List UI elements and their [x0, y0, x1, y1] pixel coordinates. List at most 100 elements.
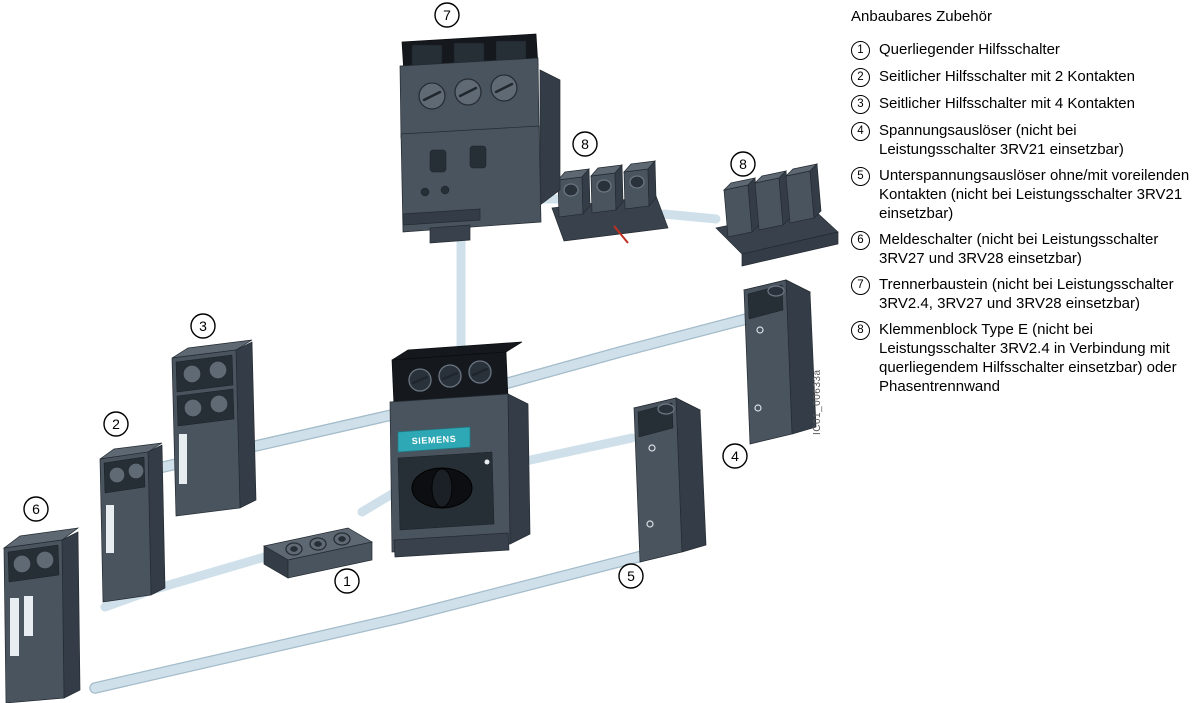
legend-number-badge: 1: [851, 41, 870, 60]
pipe-bottom-diagonal: [90, 551, 647, 693]
terminal-screw-icon: [127, 462, 145, 480]
terminal-screw-icon: [309, 537, 327, 551]
component-klemmenblock: [551, 160, 669, 244]
vent-recess: [469, 145, 487, 169]
base-edge: [741, 231, 839, 267]
svg-text:4: 4: [731, 448, 739, 464]
svg-text:8: 8: [581, 136, 589, 152]
front-right-face: [287, 541, 373, 579]
svg-text:2: 2: [112, 416, 120, 432]
contact-label-strip: [179, 434, 187, 484]
figure-code: IC01_00633a: [812, 369, 823, 435]
component-leistungsschalter: SIEMENS: [389, 341, 531, 558]
terminal-block: [590, 164, 624, 214]
terminal-screw-icon: [208, 360, 228, 380]
legend-number-badge: 2: [851, 68, 870, 87]
vent-recess: [429, 149, 447, 173]
separator-wall: [784, 163, 822, 224]
legend-item-6: 6 Meldeschalter (nicht bei Leistungsscha…: [851, 230, 1191, 268]
legend-item-3: 3 Seitlicher Hilfsschalter mit 4 Kontakt…: [851, 94, 1191, 114]
separator-wall: [753, 170, 791, 231]
terminal-block: [557, 168, 591, 218]
bottom-section: [393, 532, 510, 558]
component-spannungsausloeser: [742, 279, 817, 445]
coil-mark: [754, 404, 762, 412]
legend-number-badge: 3: [851, 95, 870, 114]
svg-text:5: 5: [627, 568, 635, 584]
bottom-tab: [429, 224, 471, 244]
svg-text:6: 6: [32, 501, 40, 517]
legend-item-7: 7 Trennerbaustein (nicht bei Leistungssc…: [851, 275, 1191, 313]
contact-label-strip: [24, 596, 33, 636]
terminal-screw-icon: [629, 175, 645, 189]
legend-item-text: Spannungsauslöser (nicht bei Leistungssc…: [879, 122, 1124, 158]
terminal-block: [623, 160, 657, 210]
terminal-screw-icon: [209, 394, 229, 414]
callout-8-phasentrennwand: 8: [730, 151, 756, 177]
component-seitlicher-hilfsschalter-4k: [171, 339, 257, 517]
side-face: [507, 393, 531, 545]
contact-label-strip: [10, 598, 19, 656]
component-unterspannungsausloeser: [632, 397, 707, 563]
accessory-diagram: SIEMENS 7 8 8 3 2: [2, 2, 839, 703]
red-wire: [613, 225, 629, 244]
component-meldeschalter: [2, 527, 81, 703]
callouts: 7 8 8 3 2 6 1 5: [23, 2, 756, 594]
legend-number-badge: 6: [851, 231, 870, 250]
diagram-stage: SIEMENS 7 8 8 3 2: [2, 2, 839, 703]
front-face: [633, 397, 683, 563]
legend-item-text: Meldeschalter (nicht bei Leistungsschalt…: [879, 231, 1159, 267]
coil-mark: [756, 326, 764, 334]
legend-item-text: Seitlicher Hilfsschalter mit 2 Kontakten: [879, 68, 1135, 85]
terminal-screw-icon: [35, 550, 55, 570]
terminal-screw-icon: [333, 532, 351, 546]
component-trennerbaustein: [399, 33, 561, 244]
detail-hole: [440, 185, 450, 195]
component-seitlicher-hilfsschalter-2k: [99, 442, 166, 603]
legend: Anbaubares Zubehör 1 Querliegender Hilfs…: [851, 8, 1191, 403]
terminal-screw-icon: [108, 466, 126, 484]
component-querliegender-hilfsschalter: [263, 527, 373, 579]
brand-plate: [397, 426, 471, 453]
legend-title: Anbaubares Zubehör: [851, 8, 992, 25]
callout-5: 5: [618, 563, 644, 589]
legend-number-badge: 4: [851, 122, 870, 141]
legend-item-text: Unterspannungsauslöser ohne/mit voreilen…: [879, 167, 1190, 222]
pipe-breaker-to-1: [357, 489, 397, 517]
terminal-screw-icon: [596, 179, 612, 193]
detail-hole: [420, 187, 430, 197]
callout-1: 1: [334, 568, 360, 594]
svg-text:3: 3: [199, 318, 207, 334]
svg-text:7: 7: [443, 7, 451, 23]
callout-2: 2: [103, 411, 129, 437]
connector-pipes: [89, 194, 756, 694]
legend-item-8: 8 Klemmenblock Type E (nicht bei Leistun…: [851, 320, 1191, 396]
svg-text:1: 1: [343, 573, 351, 589]
bottom-strip: [402, 208, 481, 226]
legend-item-2: 2 Seitlicher Hilfsschalter mit 2 Kontakt…: [851, 67, 1191, 87]
legend-item-text: Querliegender Hilfsschalter: [879, 41, 1060, 58]
callout-7: 7: [434, 2, 460, 28]
top-screw-icon: [657, 403, 675, 415]
callout-3: 3: [190, 313, 216, 339]
terminal-screw-icon: [285, 542, 303, 556]
svg-text:8: 8: [739, 156, 747, 172]
terminal-screw-icon: [563, 183, 579, 197]
legend-item-4: 4 Spannungsauslöser (nicht bei Leistungs…: [851, 121, 1191, 159]
brand-label: SIEMENS: [411, 434, 456, 446]
legend-item-text: Trennerbaustein (nicht bei Leistungsscha…: [879, 276, 1174, 312]
callout-4: 4: [722, 443, 748, 469]
callout-6: 6: [23, 496, 49, 522]
legend-number-badge: 8: [851, 321, 870, 340]
front-face: [743, 279, 793, 445]
legend-item-5: 5 Unterspannungsauslöser ohne/mit voreil…: [851, 166, 1191, 223]
top-screw-icon: [767, 285, 785, 297]
side-face: [61, 531, 81, 699]
pipe-8-to-8: [659, 209, 721, 224]
pipe-upper-diagonal: [145, 313, 755, 475]
legend-number-badge: 5: [851, 167, 870, 186]
callout-8-klemmenblock: 8: [572, 131, 598, 157]
status-dot: [484, 459, 490, 465]
separator-wall: [722, 177, 760, 238]
legend-item-1: 1 Querliegender Hilfsschalter: [851, 40, 1191, 60]
